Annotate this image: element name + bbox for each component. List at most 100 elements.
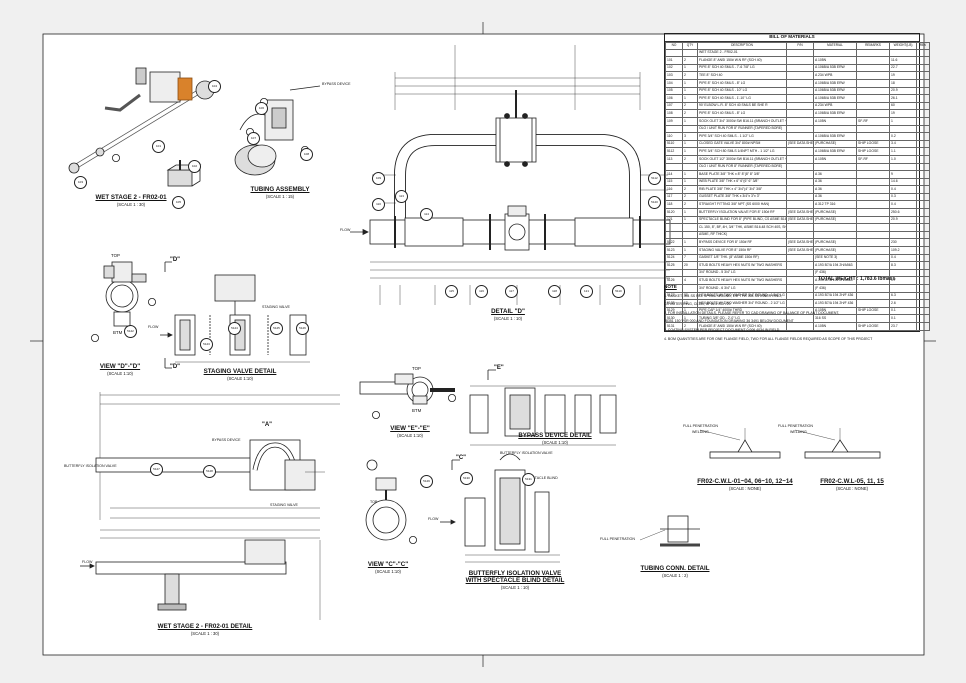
bom-cell: FLANGE 8" ANSI 150# W.N RF (SCH 40) (697, 56, 787, 65)
butterfly-title-2: WITH SPECTACLE BLIND DETAIL (465, 577, 565, 584)
bom-cell (665, 124, 683, 134)
butterfly-callout: BUTTERFLY ISOLATION VALVE (64, 464, 117, 468)
bom-cell: A 105N (813, 154, 857, 164)
weld1-welding: WELDING (692, 430, 709, 434)
bom-header-weight: WEIGHT(LB) (889, 41, 917, 50)
view-ee-btm: BTM (412, 408, 422, 413)
balloon-callout: 115 (445, 285, 458, 298)
bom-cell: A 36 (813, 185, 857, 194)
view-dd-title: VIEW "D"-"D" (99, 363, 141, 370)
view-ee-top: TOP (412, 366, 421, 371)
bom-cell: SOCK OLET 3/4" 3000# SW B16.11 (BRANCH O… (697, 116, 787, 126)
bom-cell (682, 230, 698, 240)
wet-stage-scale: (SCALE 1 : 30) (116, 202, 146, 207)
bom-cell (916, 56, 930, 65)
bom-cell (786, 86, 814, 96)
bom-cell: 19 (889, 71, 917, 80)
bom-cell (856, 223, 890, 232)
bom-cell: 250.6 (889, 208, 917, 217)
note-line: 2. FOR INSTALLATION DETAILS, PLEASE REFE… (664, 310, 840, 315)
bypass-detail-title: BYPASS DEVICE DETAIL (518, 432, 592, 439)
bom-cell: 9 (889, 170, 917, 179)
bom-cell (916, 101, 930, 111)
bom-cell (786, 116, 814, 126)
view-ee (359, 373, 456, 419)
bom-cell: A 106B/A 53B ERW (813, 94, 857, 103)
balloon-callout: 104 (208, 80, 221, 93)
view-cc-title: VIEW "C"-"C" (367, 561, 409, 568)
bom-cell: A 106B/A 53B ERW (813, 147, 857, 156)
balloon-callout: 5120 (648, 196, 661, 209)
bom-cell: 109.2 (889, 246, 917, 255)
bom-header-pn: P/N (786, 41, 814, 50)
bom-cell (916, 246, 930, 255)
bom-cell: 1 (682, 246, 698, 255)
tubing-conn-detail (639, 515, 700, 547)
bom-cell (786, 109, 814, 118)
bom-cell (786, 63, 814, 73)
bom-cell (856, 208, 890, 217)
note-line: 1. GASKET, 304 SS FILL SPIRAL WOUND, 1/8… (664, 293, 782, 298)
bom-cell: A 193 B7/A 194 2H/A563 (813, 261, 857, 270)
notes-list: 1. GASKET, 304 SS FILL SPIRAL WOUND, 1/8… (664, 292, 916, 344)
bom-cell: 26.1 (889, 94, 917, 103)
bom-cell: 22.7 (889, 63, 917, 73)
view-cc-scale: (SCALE 1:10) (375, 569, 401, 574)
tubing-full-penetration: FULL PENETRATION (600, 537, 635, 541)
bom-cell: SPECTACLE BLIND FOR 8" (PIPE BLIND, CS A… (697, 215, 787, 225)
bom-cell (665, 162, 683, 172)
balloon-callout: 110 (372, 198, 385, 211)
bom-cell (916, 63, 930, 73)
bom-header-rev: REV (916, 41, 930, 50)
bom-cell: 3 (682, 132, 698, 141)
bom-cell (813, 48, 857, 58)
bom-cell: 121 (665, 215, 683, 225)
tubing-assembly (234, 85, 321, 176)
bom-cell: 11.6 (889, 56, 917, 65)
bom-cell (682, 124, 698, 134)
bom-cell (916, 215, 930, 225)
balloon-callout: 114 (420, 208, 433, 221)
bom-cell (786, 78, 814, 88)
bom-cell: 105 (665, 86, 683, 96)
bom-cell: 117 (665, 192, 683, 202)
bom-cell: 107 (665, 101, 683, 111)
staging-valve-callout: STAGING VALVE (262, 305, 290, 309)
bom-cell: 14.6 (889, 177, 917, 187)
weld-detail-2 (794, 428, 881, 459)
bom-cell: (SEE DATA SHEET) (786, 208, 814, 217)
bom-cell (856, 192, 890, 202)
note-line: 3. COATING SYSTEM PER PROJECT DOCUMENT 0… (664, 327, 781, 332)
balloon-callout: 102 (188, 160, 201, 173)
bom-cell (889, 223, 917, 232)
detail-d (350, 45, 671, 305)
bom-cell: TEE 8" SCH 40 (697, 71, 787, 80)
bom-cell (786, 192, 814, 202)
bom-cell (856, 177, 890, 187)
bom-cell: 3/4" ROUND - 5 3/4" LG (697, 268, 787, 278)
bom-cell (856, 78, 890, 88)
balloon-callout: 103 (74, 176, 87, 189)
weld2-scale: (SCALE : NONE) (835, 486, 869, 491)
view-cc-top: TOP (370, 500, 378, 504)
note-line: 4. BOM QUANTITIES ARE FOR ONE FLANGE FIE… (664, 336, 873, 341)
bom-cell: 5123 (665, 246, 683, 255)
bom-cell: (PURCHASE) (813, 238, 857, 248)
bom-cell: 116 (665, 185, 683, 194)
bom-cell: A 106B/A 53B ERW (813, 86, 857, 96)
bom-cell: 104 (665, 78, 683, 88)
bom-cell (786, 185, 814, 194)
bom-cell: 0.3 (889, 192, 917, 202)
weld1-scale: (SCALE : NONE) (728, 486, 762, 491)
bom-cell: 5110 (665, 139, 683, 149)
bom-cell: OLO / UNIT RUN FOR 8" RUNNER (TAPERED BO… (697, 124, 787, 134)
bom-cell: 2 (682, 154, 698, 164)
bill-of-materials: BILL OF MATERIALS NO QTY DESCRIPTION P/N… (664, 33, 930, 332)
